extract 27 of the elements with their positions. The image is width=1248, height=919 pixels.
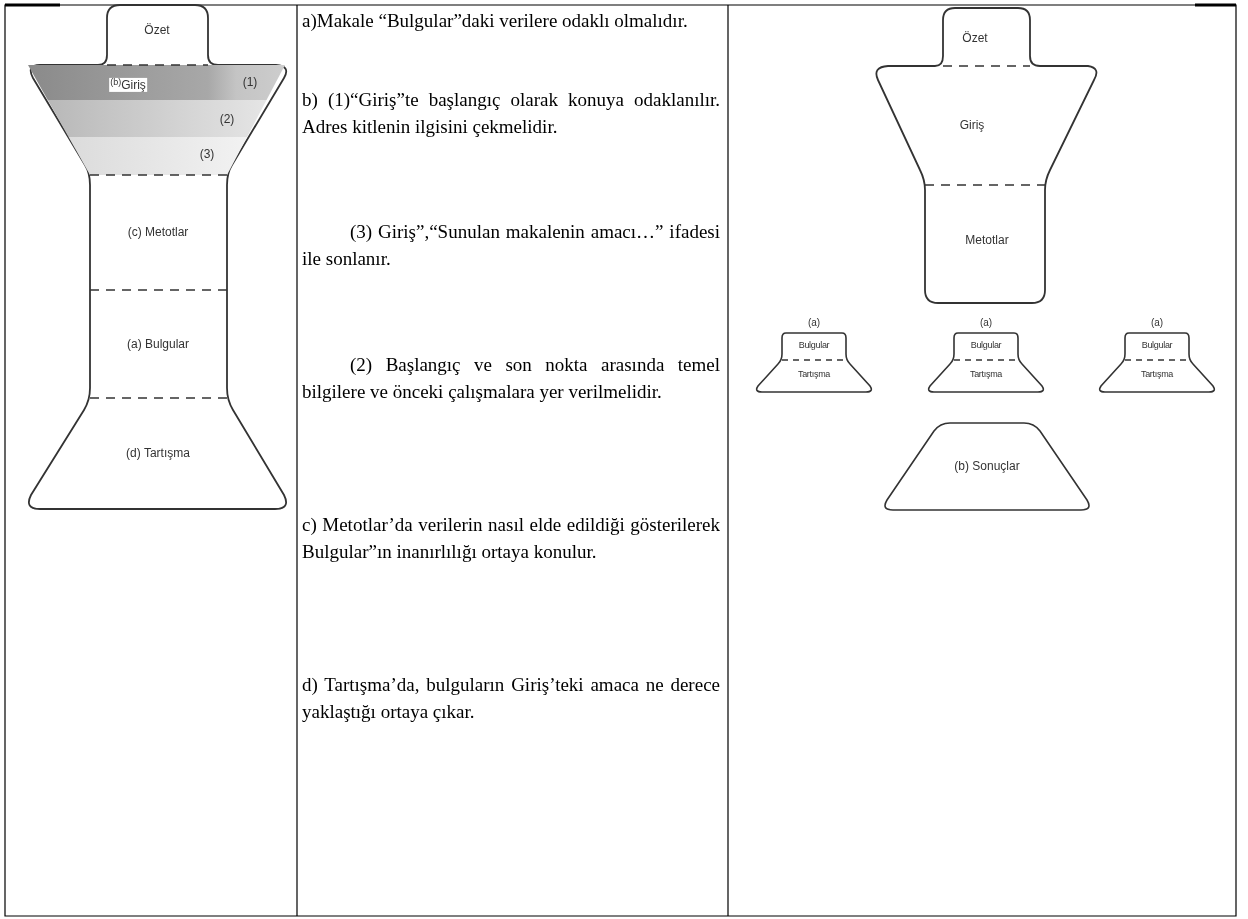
section-label: (2) — [219, 113, 235, 127]
section-label: Bulgular — [970, 341, 1002, 351]
section-label: $^{(b)}$Giriş — [109, 77, 147, 93]
paragraph: d) Tartışma’da, bulguların Giriş’teki amaca ne derece yaklaştığı ortaya çıkar. — [302, 673, 720, 724]
section-label: Özet — [144, 24, 170, 38]
paragraph: b) (1)“Giriş”te başlangıç olarak konuya odaklanılır. Adres kitlenin ilgisini çekmelidir. — [302, 88, 720, 139]
section-label: Özet — [962, 32, 988, 46]
section-label: Bulgular — [1141, 341, 1173, 351]
section-label: (a) Bulgular — [127, 338, 189, 352]
section-label: Tartışma — [1140, 370, 1174, 380]
section-label: Tartışma — [797, 370, 831, 380]
section-label: Tartışma — [969, 370, 1003, 380]
section-label: (3) — [199, 148, 215, 162]
section-label: Bulgular — [798, 341, 830, 351]
section-label: (a) — [807, 316, 821, 328]
section-label: Metotlar — [965, 234, 1009, 248]
section-label: Giriş — [959, 119, 985, 133]
section-label: (1) — [242, 76, 258, 90]
section-label: (d) Tartışma — [126, 447, 190, 461]
section-label: (a) — [979, 316, 993, 328]
paragraph: (3) Giriş”,“Sunulan makalenin amacı…” ifadesi ile sonlanır. — [302, 220, 720, 271]
paragraph: c) Metotlar’da verilerin nasıl elde edildiği gösterilerek Bulgular”ın inanırlılığı ortaya konulur. — [302, 513, 720, 564]
paragraph: a)Makale “Bulgular”daki verilere odaklı olmalıdır. — [302, 9, 689, 33]
paragraph: (2) Başlangıç ve son nokta arasında temel bilgilere ve önceki çalışmalara yer verilmelidir. — [302, 353, 720, 404]
section-label: (c) Metotlar — [127, 226, 189, 240]
section-label: (b) Sonuçlar — [954, 460, 1020, 474]
section-label: (a) — [1150, 316, 1164, 328]
